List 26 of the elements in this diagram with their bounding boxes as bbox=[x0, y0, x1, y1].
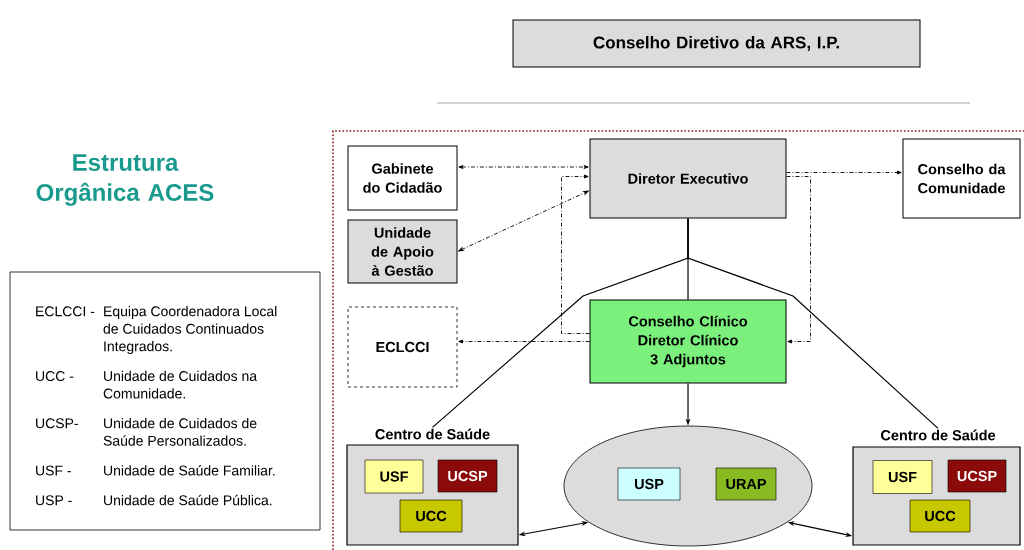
connector bbox=[786, 170, 902, 175]
executive-box: Diretor Executivo bbox=[589, 138, 787, 219]
unit-box: USF bbox=[364, 459, 424, 494]
header-box: Conselho Diretivo da ARS, I.P. bbox=[512, 19, 921, 68]
unit-box: UCSP bbox=[947, 459, 1007, 493]
unit-box: Unidade de Apoio à Gestão bbox=[347, 219, 458, 284]
clinical-council-box: Conselho Clínico Diretor Clínico 3 Adjuntos bbox=[589, 299, 787, 384]
council-box: Conselho da Comunidade bbox=[902, 138, 1021, 219]
connector bbox=[561, 174, 590, 334]
connector bbox=[458, 339, 590, 344]
title: Estrutura Orgânica ACES bbox=[36, 154, 214, 206]
unit-box: UCSP bbox=[437, 459, 498, 493]
connector bbox=[458, 165, 589, 169]
unit-box: URAP bbox=[715, 467, 777, 501]
glossary-box: ECLCCI - Equipa Coordenadora Local de Cuidados Continuados Integrados. UCC - Unidade de Cuidados na Comunidade. UCSP- Unidade de Cuidados de Saúde Personalizados. USF - Unidade de Saúde Familiar. USP - Unidade de Saúde Pública. bbox=[9, 271, 321, 531]
connector bbox=[687, 217, 939, 430]
unit-box: UCC bbox=[909, 499, 971, 533]
heading: Centro de Saúde bbox=[375, 428, 490, 440]
team-box: ECLCCI bbox=[347, 306, 458, 388]
connector bbox=[786, 176, 811, 344]
unit-box: USF bbox=[872, 460, 933, 494]
heading: Centro de Saúde bbox=[881, 429, 996, 441]
unit-box: UCC bbox=[399, 499, 463, 533]
unit-box: USP bbox=[617, 467, 681, 501]
connector bbox=[458, 190, 589, 252]
unit-box: Gabinete do Cidadão bbox=[347, 145, 458, 211]
